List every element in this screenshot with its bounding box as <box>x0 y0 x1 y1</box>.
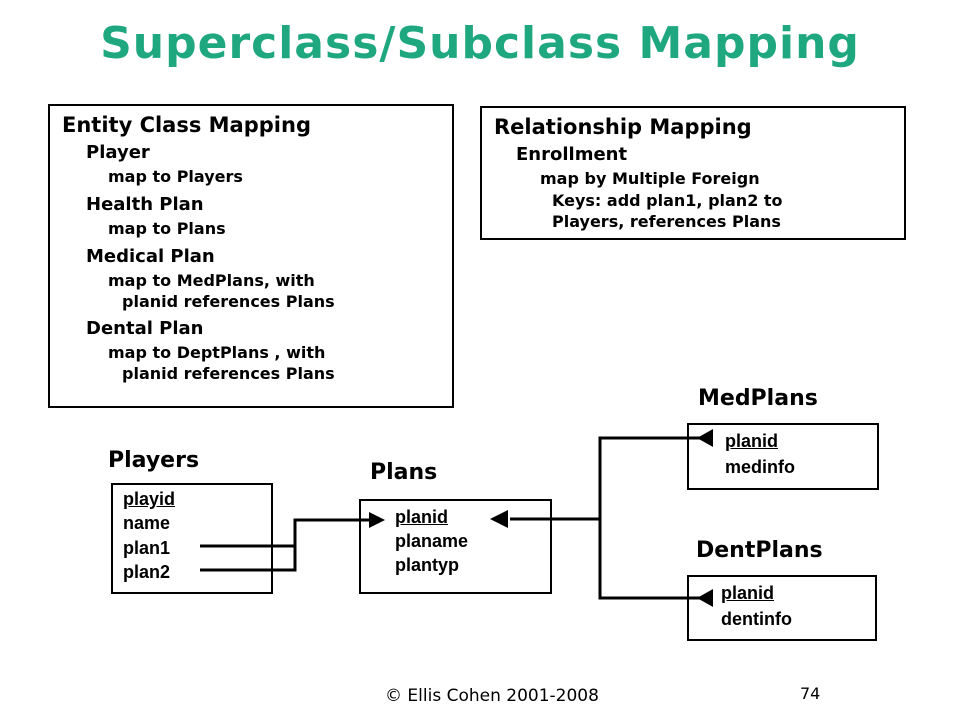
entity-player-mapping: map to Players <box>108 167 243 186</box>
entity-player: Player <box>86 142 150 163</box>
medplans-table-label: MedPlans <box>698 386 818 411</box>
entity-medical-plan-mapping-cont: planid references Plans <box>122 292 335 311</box>
dentplans-col-dentinfo: dentinfo <box>721 609 792 629</box>
relationship-mapping-line-1: map by Multiple Foreign <box>540 169 760 188</box>
page-number: 74 <box>800 684 821 703</box>
entity-dental-plan-mapping-cont: planid references Plans <box>122 364 335 383</box>
relationship-enrollment: Enrollment <box>516 144 628 165</box>
entity-dental-plan: Dental Plan <box>86 318 204 339</box>
plans-col-planame: planame <box>395 531 469 551</box>
players-col-plan1: plan1 <box>123 538 171 558</box>
plans-table-label: Plans <box>370 460 438 485</box>
plans-table: planid planame plantyp <box>359 499 552 594</box>
copyright-notice: © Ellis Cohen 2001-2008 <box>385 686 599 706</box>
players-col-playid: playid <box>123 489 176 509</box>
relationship-mapping-line-3: Players, references Plans <box>552 212 781 231</box>
plans-col-planid: planid <box>395 507 448 527</box>
relationship-mapping-heading: Relationship Mapping <box>494 115 752 139</box>
medplans-col-medinfo: medinfo <box>725 457 795 477</box>
entity-health-plan-mapping: map to Plans <box>108 219 226 238</box>
subclass-fk-trunk <box>598 436 700 600</box>
players-table: playid name plan1 plan2 <box>111 483 273 594</box>
players-table-label: Players <box>108 448 200 473</box>
medplans-col-planid: planid <box>725 431 778 451</box>
entity-class-mapping-box: Entity Class Mapping Player map to Playe… <box>48 104 454 408</box>
slide-title: Superclass/Subclass Mapping <box>100 18 860 69</box>
plans-col-plantyp: plantyp <box>395 555 460 575</box>
players-col-plan2: plan2 <box>123 562 171 582</box>
entity-dental-plan-mapping: map to DeptPlans , with <box>108 343 326 362</box>
medplans-table: planid medinfo <box>687 423 879 490</box>
relationship-mapping-line-2: Keys: add plan1, plan2 to <box>552 191 783 210</box>
players-col-name: name <box>123 513 171 533</box>
dentplans-col-planid: planid <box>721 583 774 603</box>
dentplans-table-label: DentPlans <box>696 538 823 563</box>
dentplans-table: planid dentinfo <box>687 575 877 641</box>
entity-health-plan: Health Plan <box>86 194 204 215</box>
relationship-mapping-box: Relationship Mapping Enrollment map by M… <box>480 106 906 240</box>
entity-medical-plan-mapping: map to MedPlans, with <box>108 271 315 290</box>
entity-medical-plan: Medical Plan <box>86 246 215 267</box>
entity-mapping-heading: Entity Class Mapping <box>62 113 311 137</box>
